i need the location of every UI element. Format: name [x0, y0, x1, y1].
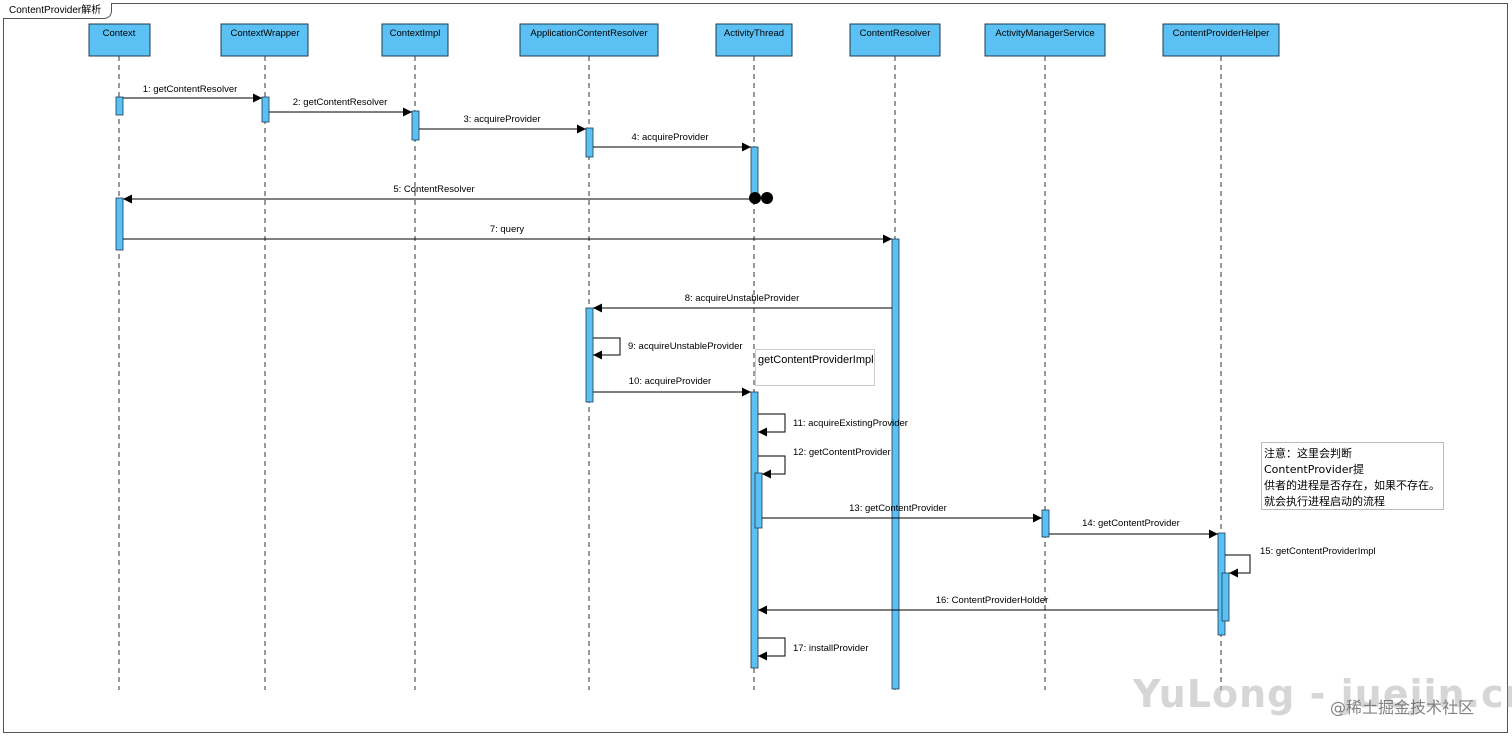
- lifeline-activitythread: ActivityThread: [715, 23, 793, 690]
- lifeline-head-contentresolver: [849, 23, 941, 57]
- message-arrow-17: [758, 637, 786, 661]
- message-arrow-15: [1225, 554, 1251, 578]
- lifeline-contextimpl: ContextImpl: [381, 23, 449, 690]
- message-label-13: 13: getContentProvider: [849, 503, 947, 514]
- message-label-8: 8: acquireUnstableProvider: [685, 293, 800, 304]
- lifeline-ams: ActivityManagerService: [984, 23, 1106, 690]
- frame-title: ContentProvider解析: [3, 3, 113, 19]
- activation-activitythread-nested: [754, 472, 763, 529]
- lifeline-context: Context: [88, 23, 151, 690]
- lifeline-head-contextwrapper: [220, 23, 309, 57]
- lifeline-label-activitythread: ActivityThread: [724, 28, 784, 39]
- activation-context-1: [115, 96, 124, 116]
- terminator-dot-1: [749, 192, 761, 204]
- lifeline-contextwrapper: ContextWrapper: [220, 23, 309, 690]
- activation-appcontentresolver-1: [585, 127, 594, 158]
- message-label-3: 3: acquireProvider: [463, 114, 540, 125]
- lifeline-label-contextwrapper: ContextWrapper: [231, 28, 300, 39]
- note-line-2: 供者的进程是否存在，如果不存在。: [1264, 479, 1440, 492]
- message-label-11: 11: acquireExistingProvider: [793, 418, 908, 429]
- note-line-1: 注意：这里会判断ContentProvider提: [1264, 447, 1365, 476]
- watermark-main: YuLong - juejin.cn: [1133, 672, 1512, 716]
- activation-cphelper-nested: [1221, 572, 1230, 622]
- diagram-frame: [3, 3, 1508, 733]
- message-arrow-11: [758, 413, 786, 437]
- lifeline-label-cphelper: ContentProviderHelper: [1173, 28, 1270, 39]
- message-label-9: 9: acquireUnstableProvider: [628, 341, 743, 352]
- message-label-7: 7: query: [490, 224, 525, 235]
- activation-appcontentresolver-2: [585, 307, 594, 403]
- activation-context-2: [115, 197, 124, 251]
- message-label-4: 4: acquireProvider: [631, 132, 708, 143]
- lifeline-label-contextimpl: ContextImpl: [390, 28, 441, 39]
- activation-ams: [1041, 509, 1050, 538]
- activation-contextimpl: [411, 110, 420, 141]
- lifeline-label-context: Context: [103, 28, 136, 39]
- watermark-sub: @稀土掘金技术社区: [1330, 698, 1475, 717]
- note-line-3: 就会执行进程启动的流程: [1264, 495, 1385, 508]
- lifeline-cphelper: ContentProviderHelper: [1162, 23, 1280, 690]
- message-label-1: 1: getContentResolver: [143, 84, 238, 95]
- message-label-2: 2: getContentResolver: [293, 97, 388, 108]
- lifeline-head-cphelper: [1162, 23, 1280, 57]
- message-label-14: 14: getContentProvider: [1082, 518, 1180, 529]
- lifeline-label-appcontentresolver: ApplicationContentResolver: [530, 28, 647, 39]
- activation-activitythread-2: [750, 391, 759, 669]
- lifeline-head-context: [88, 23, 151, 57]
- message-label-10: 10: acquireProvider: [629, 376, 711, 387]
- message-arrow-9: [593, 337, 621, 360]
- lifeline-head-activitythread: [715, 23, 793, 57]
- activation-contentresolver: [891, 238, 900, 690]
- lifeline-label-ams: ActivityManagerService: [995, 28, 1094, 39]
- message-label-5: 5: ContentResolver: [393, 184, 474, 195]
- terminator-dot-2: [761, 192, 773, 204]
- message-label-16: 16: ContentProviderHolder: [936, 595, 1048, 606]
- activation-contextwrapper: [261, 96, 270, 123]
- message-label-15: 15: getContentProviderImpl: [1260, 546, 1376, 557]
- note-box: 注意：这里会判断ContentProvider提 供者的进程是否存在，如果不存在…: [1261, 442, 1444, 510]
- inline-note-getcontentproviderimpl: getContentProviderImpl: [755, 349, 875, 386]
- activation-activitythread-1: [750, 146, 759, 200]
- lifeline-head-contextimpl: [381, 23, 449, 57]
- message-label-12: 12: getContentProvider: [793, 447, 891, 458]
- message-arrow-12: [758, 455, 786, 479]
- lifeline-appcontentresolver: ApplicationContentResolver: [519, 23, 659, 690]
- lifeline-label-contentresolver: ContentResolver: [860, 28, 931, 39]
- message-label-17: 17: installProvider: [793, 643, 869, 654]
- lifeline-head-ams: [984, 23, 1106, 57]
- lifeline-head-appcontentresolver: [519, 23, 659, 57]
